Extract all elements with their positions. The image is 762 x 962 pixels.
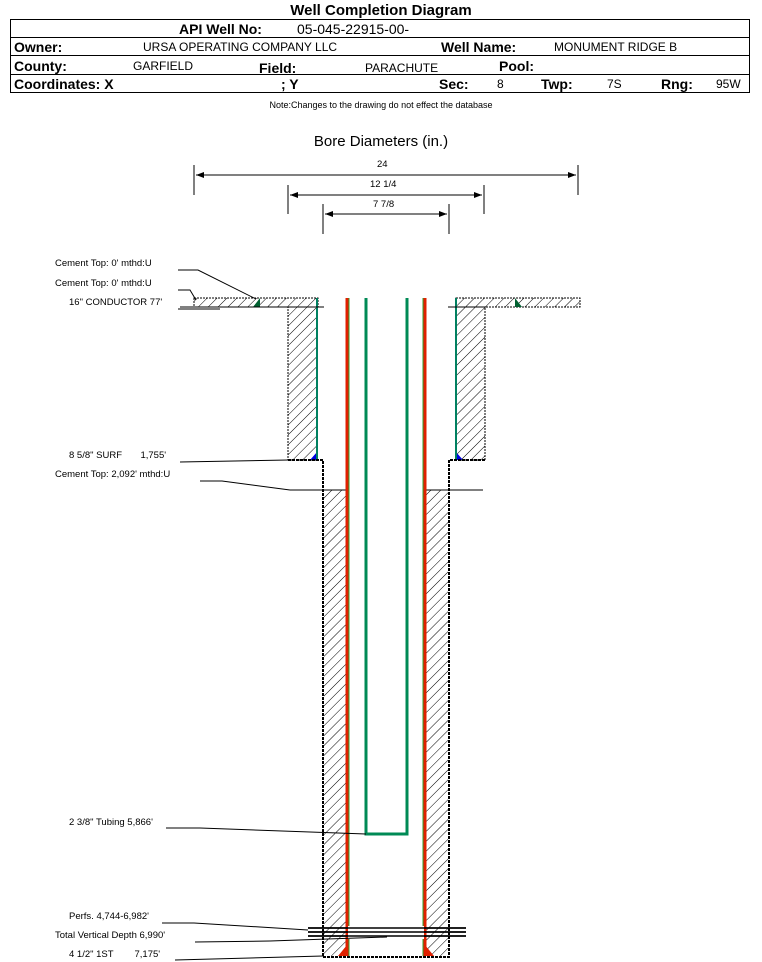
coord-y-label: ; Y: [281, 76, 299, 92]
tubing-label: 2 3/8" Tubing 5,866': [69, 817, 153, 828]
perfs-label: Perfs. 4,744-6,982': [69, 911, 149, 922]
well-name-value: MONUMENT RIDGE B: [554, 40, 678, 54]
county-row: County: GARFIELD Field: PARACHUTE Pool:: [11, 57, 749, 76]
bore-diameters-title: Bore Diameters (in.): [313, 133, 449, 150]
cement-top-1-label: Cement Top: 0' mthd:U: [55, 258, 152, 269]
twp-label: Twp:: [541, 76, 573, 92]
cement-top-marker-right: [515, 298, 522, 307]
bore-dim-12-1-4: 12 1/4: [370, 179, 397, 190]
leader-cement-top-1: [178, 269, 257, 300]
surface-cement-left: [287, 306, 318, 461]
rng-label: Rng:: [661, 76, 693, 92]
coord-x-label: Coordinates: X: [14, 76, 114, 92]
perforations: [308, 926, 466, 939]
conductor-cement: [193, 297, 581, 308]
bore-dimension-lines: [193, 165, 579, 234]
surface-cement-right: [455, 306, 486, 461]
bore-dim-24: 24: [377, 159, 388, 170]
sec-label: Sec:: [439, 76, 469, 92]
sec-value: 8: [497, 77, 504, 91]
production-shoe-right: [425, 945, 434, 956]
leader-cement-top-2: [178, 289, 197, 301]
surface-shoe-right: [456, 452, 463, 460]
leader-surface-casing: [179, 459, 289, 463]
leader-lines: [162, 269, 388, 961]
production-casing-label: 4 1/2" 1ST 7,175': [69, 949, 161, 960]
twp-value: 7S: [607, 77, 622, 91]
field-label: Field:: [259, 60, 297, 76]
leader-tubing: [166, 827, 367, 835]
production-hole: [288, 459, 485, 958]
production-cement-left: [324, 490, 347, 956]
rng-value: 95W: [716, 77, 741, 91]
cement-top-2-label: Cement Top: 0' mthd:U: [55, 278, 152, 289]
bore-dim-7-7-8: 7 7/8: [373, 199, 395, 210]
county-label: County:: [14, 58, 67, 74]
leader-production-casing: [174, 955, 324, 961]
owner-value: URSA OPERATING COMPANY LLC: [143, 40, 338, 54]
tubing: [364, 298, 409, 836]
conductor-label: 16" CONDUCTOR 77': [69, 297, 163, 308]
county-value: GARFIELD: [133, 59, 194, 73]
database-note: Note:Changes to the drawing do not effec…: [269, 100, 493, 110]
surface-casing-label: 8 5/8" SURF 1,755': [69, 450, 167, 461]
leader-cement-top-3: [200, 480, 291, 491]
production-shoe-left: [338, 945, 347, 956]
api-value: 05-045-22915-00-: [297, 21, 410, 37]
production-cement-right: [425, 490, 448, 956]
tvd-label: Total Vertical Depth 6,990': [55, 930, 166, 941]
api-row: API Well No: 05-045-22915-00-: [11, 20, 749, 38]
pool-label: Pool:: [499, 58, 534, 74]
leader-tvd: [194, 936, 388, 943]
cement-top-3-label: Cement Top: 2,092' mthd:U: [55, 469, 171, 480]
well-header-table: API Well No: 05-045-22915-00- Owner: URS…: [10, 19, 750, 93]
surface-shoe-left: [310, 452, 317, 460]
owner-row: Owner: URSA OPERATING COMPANY LLC Well N…: [11, 38, 749, 56]
well-name-label: Well Name:: [441, 39, 517, 55]
api-label: API Well No:: [179, 21, 262, 37]
production-casing: [338, 298, 434, 956]
owner-label: Owner:: [14, 39, 63, 55]
surface-cement: [180, 298, 486, 461]
field-value: PARACHUTE: [365, 61, 439, 75]
production-hole-outline: [288, 459, 485, 958]
coordinates-row: Coordinates: X ; Y Sec: 8 Twp: 7S Rng: 9…: [11, 75, 749, 93]
diagram-title: Well Completion Diagram: [290, 2, 472, 19]
leader-perfs: [162, 922, 309, 931]
cement-top-marker-left: [253, 298, 260, 307]
